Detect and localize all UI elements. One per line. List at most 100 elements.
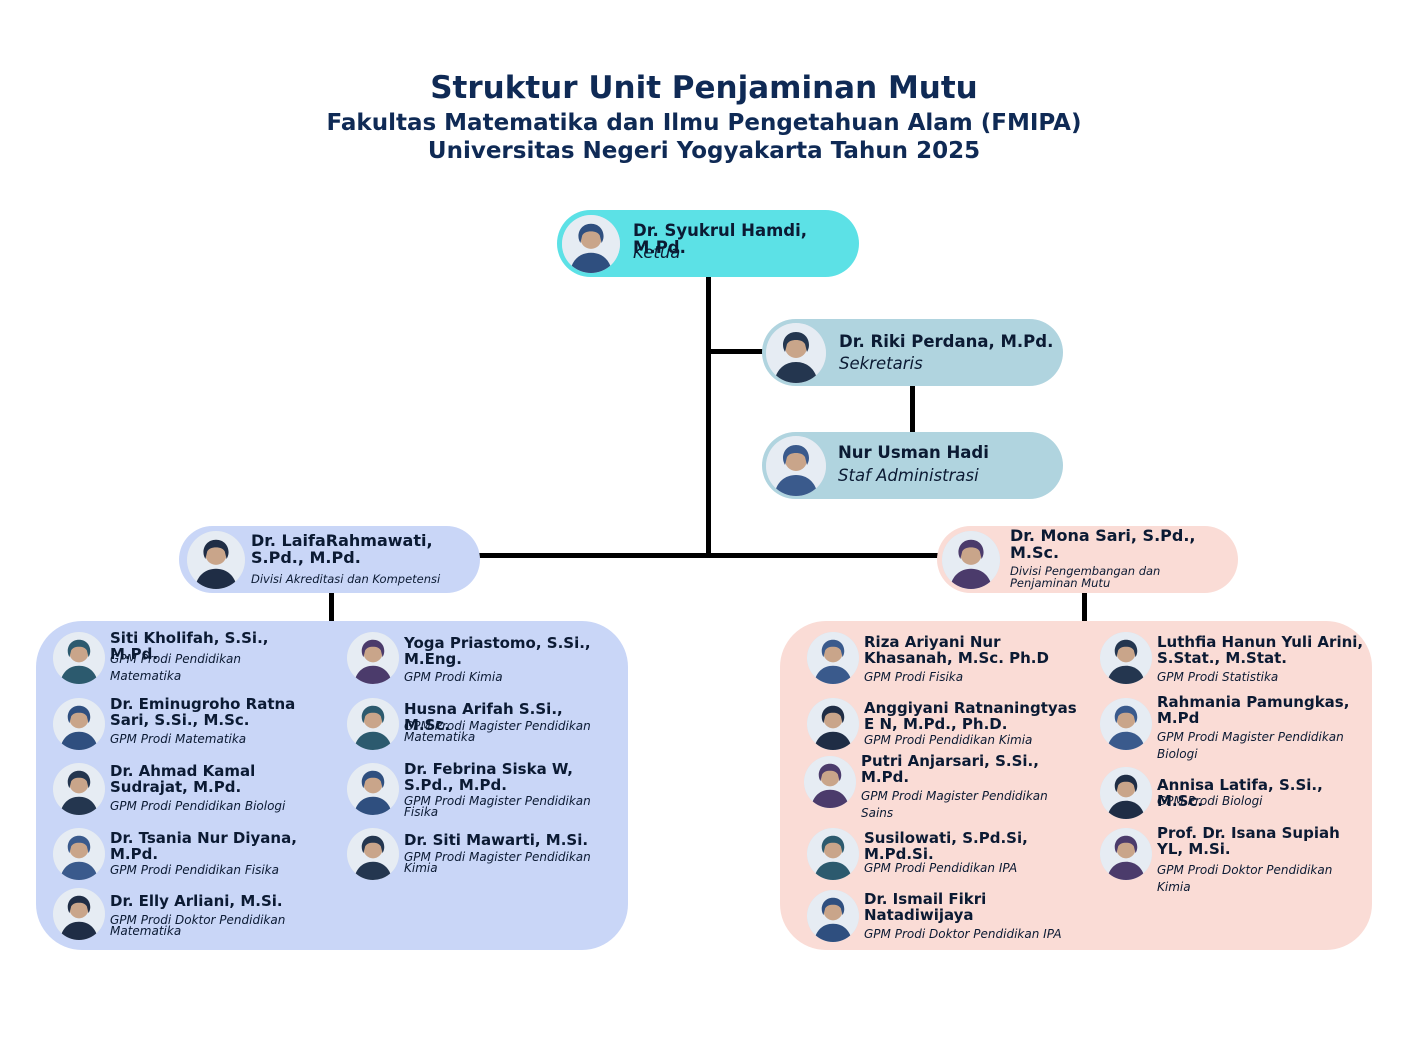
member-role: GPM Prodi Statistika — [1157, 670, 1279, 684]
person-icon — [562, 215, 620, 273]
member-avatar — [53, 763, 105, 815]
member-name: Dr. Ahmad Kamal Sudrajat, M.Pd. — [110, 762, 256, 796]
member-avatar — [1100, 698, 1152, 750]
person-icon — [807, 890, 859, 942]
person-icon — [53, 828, 105, 880]
member-name: Dr. Ismail Fikri Natadiwijaya — [864, 890, 987, 924]
person-icon — [347, 632, 399, 684]
division-left-card: Dr. LaifaRahmawati, S.Pd., M.Pd. Divisi … — [179, 526, 480, 593]
staf-name: Nur Usman Hadi — [838, 443, 989, 462]
member-name: Siti Kholifah, S.Si., M.Pd. — [110, 629, 269, 663]
division-left-avatar — [187, 531, 245, 589]
member-role: GPM Prodi Doktor Pendidikan IPA — [864, 927, 1062, 941]
member-role: GPM Prodi Magister Pendidikan Fisika — [404, 794, 591, 819]
division-right-card: Dr. Mona Sari, S.Pd., M.Sc. Divisi Penge… — [937, 526, 1238, 593]
person-icon — [347, 698, 399, 750]
member-name: Prof. Dr. Isana Supiah YL, M.Si. — [1157, 824, 1340, 858]
member-role: GPM Prodi Kimia — [404, 670, 503, 684]
member-avatar — [807, 698, 859, 750]
member-avatar — [1100, 828, 1152, 880]
member-name: Dr. Siti Mawarti, M.Si. — [404, 831, 589, 849]
person-icon — [807, 828, 859, 880]
member-name: Yoga Priastomo, S.Si., M.Eng. — [404, 634, 591, 668]
ketua-avatar — [562, 215, 620, 273]
member-avatar — [347, 698, 399, 750]
person-icon — [53, 888, 105, 940]
member-avatar — [347, 828, 399, 880]
member-name: Rahmania Pamungkas, M.Pd — [1157, 693, 1350, 727]
sekretaris-name: Dr. Riki Perdana, M.Pd. — [839, 332, 1054, 351]
sekretaris-card: Dr. Riki Perdana, M.Pd. Sekretaris — [762, 319, 1063, 386]
member-role: GPM Prodi Biologi — [1157, 794, 1263, 808]
person-icon — [53, 698, 105, 750]
member-role: GPM Prodi Doktor Pendidikan Kimia — [1157, 863, 1333, 894]
person-icon — [53, 763, 105, 815]
member-role: GPM Prodi Magister Pendidikan Sains — [861, 789, 1048, 820]
person-icon — [807, 632, 859, 684]
ketua-card: Dr. Syukrul Hamdi, M.Pd. Ketua — [557, 210, 859, 277]
person-icon — [804, 756, 856, 808]
person-icon — [53, 632, 105, 684]
person-icon — [766, 323, 826, 383]
member-name: Annisa Latifa, S.Si., M.Sc. — [1157, 776, 1323, 810]
division-left-role: Divisi Akreditasi dan Kompetensi — [251, 572, 441, 586]
chart-subtitle-faculty: Fakultas Matematika dan Ilmu Pengetahuan… — [326, 110, 1082, 136]
member-avatar — [347, 763, 399, 815]
division-left-members-group — [36, 621, 628, 950]
member-avatar — [1100, 767, 1152, 819]
member-role: GPM Prodi Pendidikan Biologi — [110, 799, 286, 813]
sekretaris-role: Sekretaris — [839, 354, 923, 373]
member-role: GPM Prodi Matematika — [110, 732, 247, 746]
member-avatar — [53, 698, 105, 750]
member-name: Riza Ariyani Nur Khasanah, M.Sc. Ph.D — [864, 633, 1049, 667]
member-name: Dr. Tsania Nur Diyana, M.Pd. — [110, 829, 297, 863]
member-role: GPM Prodi Pendidikan Kimia — [864, 733, 1033, 747]
member-avatar — [807, 632, 859, 684]
member-name: Susilowati, S.Pd.Si, M.Pd.Si. — [864, 829, 1028, 863]
member-name: Luthfia Hanun Yuli Arini, S.Stat., M.Sta… — [1157, 633, 1364, 667]
connector-left-division-group — [329, 592, 334, 622]
connector-sekretaris-branch — [708, 349, 764, 354]
ketua-role: Ketua — [633, 243, 681, 262]
member-avatar — [807, 890, 859, 942]
member-role: GPM Prodi Fisika — [864, 670, 964, 684]
person-icon — [942, 531, 1000, 589]
person-icon — [1100, 767, 1152, 819]
member-role: GPM Prodi Doktor Pendidikan Matematika — [110, 913, 286, 938]
member-role: GPM Prodi Pendidikan Fisika — [110, 863, 279, 877]
member-avatar — [53, 888, 105, 940]
member-name: Dr. Eminugroho Ratna Sari, S.Si., M.Sc. — [110, 695, 296, 729]
staf-role: Staf Administrasi — [838, 466, 979, 485]
member-avatar — [347, 632, 399, 684]
member-name: Anggiyani Ratnaningtyas E N, M.Pd., Ph.D… — [864, 699, 1077, 733]
member-role: GPM Prodi Pendidikan IPA — [864, 861, 1018, 875]
member-name: Dr. Elly Arliani, M.Si. — [110, 892, 283, 910]
division-right-avatar — [942, 531, 1000, 589]
person-icon — [807, 698, 859, 750]
sekretaris-avatar — [766, 323, 826, 383]
chart-subtitle-university: Universitas Negeri Yogyakarta Tahun 2025 — [427, 138, 981, 164]
member-avatar — [807, 828, 859, 880]
division-right-members-group — [780, 621, 1372, 950]
person-icon — [347, 763, 399, 815]
member-role: GPM Prodi Magister Pendidikan Kimia — [404, 850, 591, 875]
person-icon — [766, 436, 826, 496]
connector-sekretaris-staf — [910, 385, 915, 433]
division-right-name: Dr. Mona Sari, S.Pd., M.Sc. — [1010, 526, 1196, 562]
person-icon — [1100, 698, 1152, 750]
division-right-role: Divisi Pengembangan dan Penjaminan Mutu — [1010, 564, 1161, 590]
ketua-name: Dr. Syukrul Hamdi, M.Pd. — [633, 221, 808, 257]
connector-right-division-group — [1082, 592, 1087, 622]
member-name: Putri Anjarsari, S.Si., M.Pd. — [861, 752, 1039, 786]
member-avatar — [804, 756, 856, 808]
member-name: Husna Arifah S.Si., M.Sc. — [404, 700, 563, 734]
member-role: GPM Prodi Magister Pendidikan Biologi — [1157, 730, 1344, 761]
person-icon — [347, 828, 399, 880]
member-avatar — [1100, 632, 1152, 684]
staf-avatar — [766, 436, 826, 496]
staf-card: Nur Usman Hadi Staf Administrasi — [762, 432, 1063, 499]
member-avatar — [53, 632, 105, 684]
connector-ketua-trunk — [706, 276, 711, 556]
division-left-name: Dr. LaifaRahmawati, S.Pd., M.Pd. — [251, 531, 433, 567]
member-avatar — [53, 828, 105, 880]
